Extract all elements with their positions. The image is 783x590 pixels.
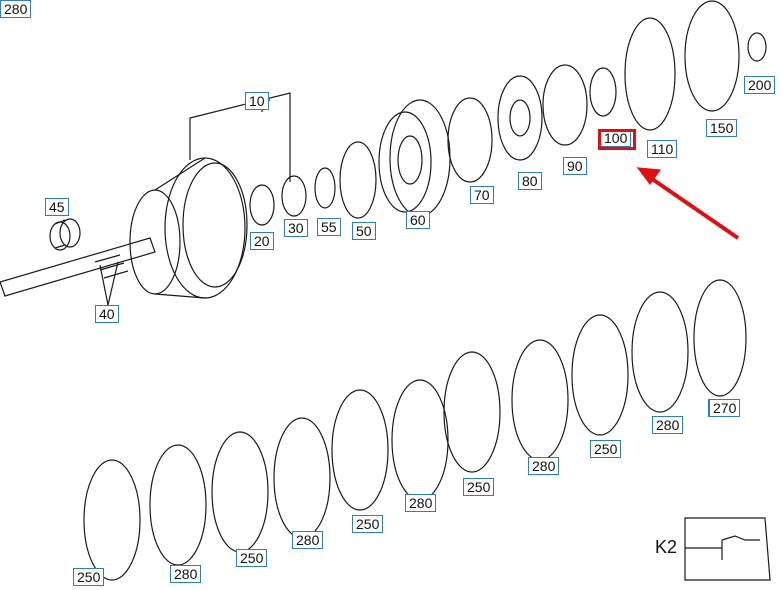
part-label-55: 55 — [317, 218, 341, 236]
needle-bearing-45 — [49, 218, 81, 251]
part-label-200: 200 — [744, 76, 776, 94]
part-label-280: 280 — [292, 531, 324, 549]
highlight-box — [598, 129, 636, 150]
part-label-250: 250 — [463, 478, 495, 496]
seal-ring-90 — [542, 64, 588, 146]
part-label-280: 280 — [528, 457, 560, 475]
part-label-250: 250 — [73, 568, 105, 586]
part-label-90: 90 — [563, 157, 587, 175]
part-label-280: 280 — [0, 0, 32, 18]
part-label-280: 280 — [170, 565, 202, 583]
spring-plate-70 — [447, 97, 493, 183]
clutch-drum-10 — [129, 92, 291, 299]
retainer-80 — [497, 75, 543, 161]
snap-ring-100 — [589, 67, 617, 117]
part-label-20: 20 — [250, 232, 274, 250]
part-label-280: 280 — [405, 494, 437, 512]
part-label-60: 60 — [406, 211, 430, 229]
part-label-50: 50 — [352, 222, 376, 240]
part-label-10: 10 — [245, 92, 269, 110]
part-label-250: 250 — [236, 549, 268, 567]
ring-150 — [684, 0, 740, 112]
highlight-arrow — [640, 170, 740, 240]
part-label-80: 80 — [518, 172, 542, 190]
rings-upper-left — [249, 141, 377, 226]
assembly-label: K2 — [655, 537, 678, 557]
part-label-110: 110 — [647, 140, 678, 158]
part-label-30: 30 — [284, 219, 308, 237]
part-label-250: 250 — [352, 515, 384, 533]
part-label-40: 40 — [95, 305, 119, 323]
part-label-150: 150 — [706, 119, 738, 137]
ring-110 — [624, 17, 676, 131]
part-label-280: 280 — [652, 416, 684, 434]
piston-60 — [378, 99, 451, 217]
leader-40 — [99, 261, 119, 306]
part-label-250: 250 — [590, 440, 622, 458]
part-label-70: 70 — [470, 186, 494, 204]
part-label-45: 45 — [45, 198, 69, 216]
k2-symbol — [684, 517, 771, 581]
clutch-plates — [83, 279, 747, 581]
part-label-270: 270 — [709, 399, 741, 417]
bearing-200 — [747, 32, 767, 62]
shaft — [0, 237, 156, 297]
